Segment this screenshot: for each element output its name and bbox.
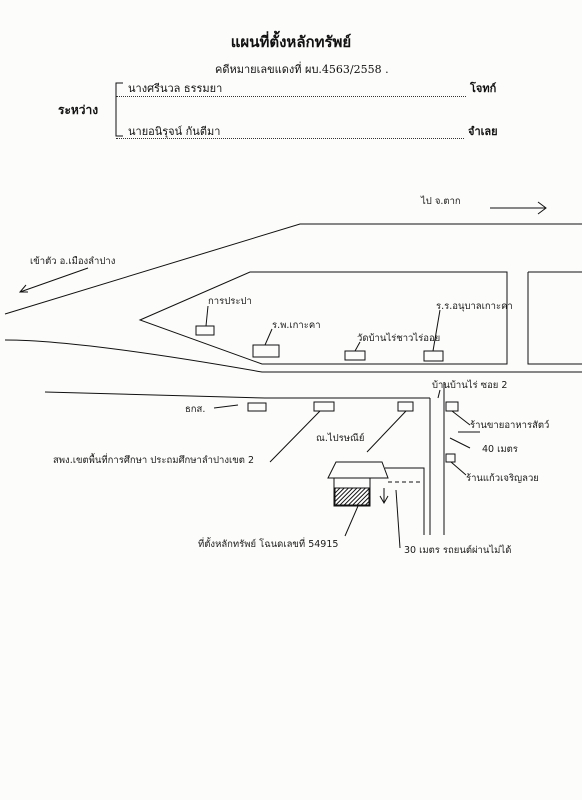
- label-waterworks: การประปา: [208, 296, 252, 307]
- label-30m: 30 เมตร รถยนต์ผ่านไม่ได้: [404, 544, 511, 556]
- defendant-role: จำเลย: [468, 125, 498, 138]
- highway-lower-edge: [4, 339, 582, 373]
- case-number: คดีหมายเลขแดงที่ ผบ.4563/2558 .: [215, 63, 389, 76]
- label-temple: วัดบ้านไร่ชาวไร่ออย: [357, 332, 440, 344]
- leader-hospital: [264, 328, 273, 346]
- label-to-tak: ไป จ.ตาก: [420, 195, 461, 207]
- plaintiff-name: นางศรีนวล ธรรมยา: [128, 82, 223, 95]
- arrow-to-tak: [490, 201, 547, 215]
- leader-bank: [213, 404, 239, 409]
- leader-feed-shop: [451, 410, 471, 426]
- defendant-underline: [116, 138, 464, 139]
- label-education-office: สพง.เขตพื้นที่การศึกษา ประถมศึกษาลำปางเข…: [53, 453, 254, 466]
- education-office-building: [313, 401, 335, 412]
- leader-education-office: [269, 410, 407, 463]
- map-title: แผนที่ตั้งหลักทรัพย์: [230, 33, 352, 51]
- temple-building: [344, 350, 366, 361]
- jewelry-shop-building: [445, 453, 456, 463]
- lane-arrow: [379, 488, 389, 505]
- label-soi: บ้านบ้านไร่ ซอย 2: [432, 379, 507, 391]
- label-school: ร.ร.อนุบาลเกาะคา: [436, 301, 513, 312]
- arrow-to-lampang: [18, 267, 89, 293]
- hospital-building: [252, 344, 280, 358]
- party-bracket: [115, 82, 123, 137]
- property-roof: [327, 461, 389, 479]
- lower-road-upper-edge: [44, 391, 266, 399]
- property-plot: [334, 487, 370, 506]
- property-house: [333, 477, 371, 507]
- lane-edge: [385, 467, 425, 535]
- leader-jewelry: [450, 461, 467, 476]
- soi-2-road: [429, 382, 445, 535]
- leader-temple: [354, 341, 361, 352]
- town-block: [138, 271, 508, 365]
- leader-waterworks: [205, 305, 209, 327]
- post-office-building: [397, 401, 414, 412]
- animal-feed-shop-building: [445, 401, 459, 412]
- leader-soi: [437, 389, 441, 399]
- label-feed-shop: ร้านขายอาหารสัตว์: [470, 419, 549, 431]
- label-jewelry-shop: ร้านแก้วเจริญลวย: [466, 473, 539, 484]
- plaintiff-underline: [116, 96, 466, 97]
- defendant-name: นายอนิรุจน์ กันตีมา: [128, 125, 221, 138]
- leader-30m: [395, 489, 401, 549]
- plaintiff-role: โจทก์: [470, 82, 497, 95]
- label-hospital: ร.พ.เกาะคา: [272, 320, 321, 331]
- leader-property: [344, 505, 359, 537]
- highway-upper-edge: [4, 223, 582, 315]
- leader-40m: [449, 431, 480, 449]
- right-block: [527, 271, 582, 365]
- bank-building: [247, 402, 267, 412]
- between-label: ระหว่าง: [58, 103, 99, 117]
- label-40m: 40 เมตร: [482, 444, 518, 455]
- label-bank: ธกส.: [185, 404, 205, 415]
- leader-school: [432, 309, 441, 352]
- waterworks-building: [195, 325, 215, 336]
- label-property: ที่ตั้งหลักทรัพย์ โฉนดเลขที่ 54915: [198, 537, 338, 550]
- label-post-office: ณ.ไปรษณีย์: [316, 432, 364, 444]
- label-from-lampang: เข้าตัว อ.เมืองลำปาง: [30, 256, 115, 267]
- school-building: [423, 350, 444, 362]
